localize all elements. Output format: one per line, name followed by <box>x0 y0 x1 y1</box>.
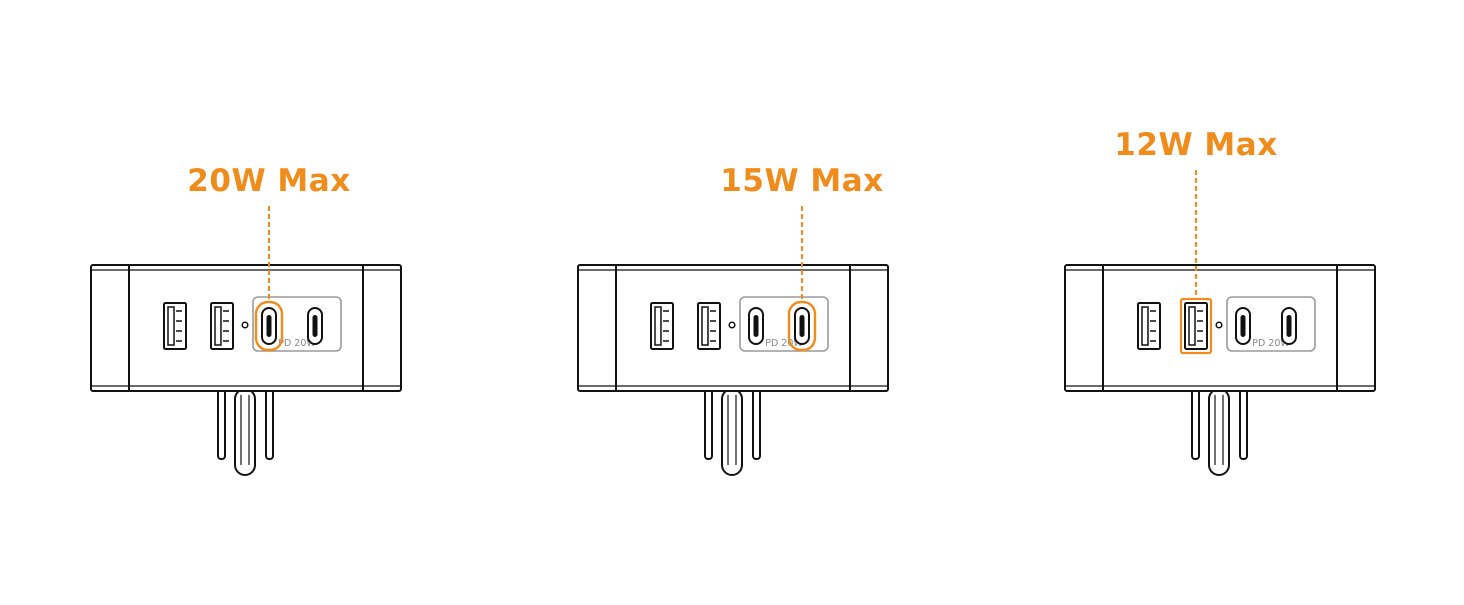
port-highlight <box>254 300 284 352</box>
pd-port-group-frame <box>1226 296 1316 352</box>
power-label-3: 12W Max <box>1114 127 1278 163</box>
usb-a-port <box>163 302 187 350</box>
plug-prong-right <box>752 388 761 460</box>
usb-c-port-tongue <box>266 315 272 337</box>
usb-c-port <box>1281 307 1297 345</box>
charger-2: PD 20W <box>577 206 889 476</box>
port-highlight <box>787 300 817 352</box>
usb-c-port <box>254 300 284 352</box>
usb-c-port <box>1235 307 1251 345</box>
usb-a-port-tongue <box>654 306 662 346</box>
plug-prong-left <box>1191 388 1200 460</box>
plug-ground-pin <box>234 388 256 476</box>
usb-a-port-tongue <box>701 306 709 346</box>
usb-a-port <box>210 302 234 350</box>
usb-a-port-tongue <box>214 306 222 346</box>
led-indicator <box>1215 321 1223 329</box>
pd-port-group-label: PD 20W <box>278 338 316 349</box>
pd-port-group-frame <box>252 296 342 352</box>
usb-c-port-tongue <box>753 315 759 337</box>
usb-c-port <box>748 307 764 345</box>
usb-a-port <box>650 302 674 350</box>
usb-a-port <box>1179 297 1213 355</box>
usb-c-port <box>307 307 323 345</box>
usb-a-port-outline <box>650 302 674 350</box>
led-indicator <box>728 321 736 329</box>
pd-port-group-label: PD 20W <box>1252 338 1290 349</box>
usb-a-port <box>697 302 721 350</box>
usb-c-port-tongue <box>799 315 805 337</box>
usb-a-port-tongue <box>167 306 175 346</box>
charger-3: PD 20W <box>1064 170 1376 476</box>
plug-prong-right <box>1239 388 1248 460</box>
usb-a-port-tongue <box>1141 306 1149 346</box>
charger-1: PD 20W <box>90 206 402 476</box>
pd-port-group-label: PD 20W <box>765 338 803 349</box>
usb-c-port-tongue <box>1240 315 1246 337</box>
plug-prong-left <box>704 388 713 460</box>
power-label-2: 15W Max <box>720 163 884 199</box>
usb-a-port-outline <box>1137 302 1161 350</box>
usb-a-port-outline <box>210 302 234 350</box>
usb-a-port-outline <box>1184 302 1208 350</box>
usb-c-port-tongue <box>1286 315 1292 337</box>
plug-ground-pin <box>1208 388 1230 476</box>
usb-c-port-tongue <box>312 315 318 337</box>
plug-prong-left <box>217 388 226 460</box>
plug-ground-pin <box>721 388 743 476</box>
pd-port-group-frame <box>739 296 829 352</box>
led-indicator <box>241 321 249 329</box>
power-label-1: 20W Max <box>187 163 351 199</box>
usb-c-port <box>787 300 817 352</box>
usb-a-port-tongue <box>1188 306 1196 346</box>
usb-a-port <box>1137 302 1161 350</box>
usb-a-port-outline <box>163 302 187 350</box>
plug-prong-right <box>265 388 274 460</box>
usb-a-port-outline <box>697 302 721 350</box>
